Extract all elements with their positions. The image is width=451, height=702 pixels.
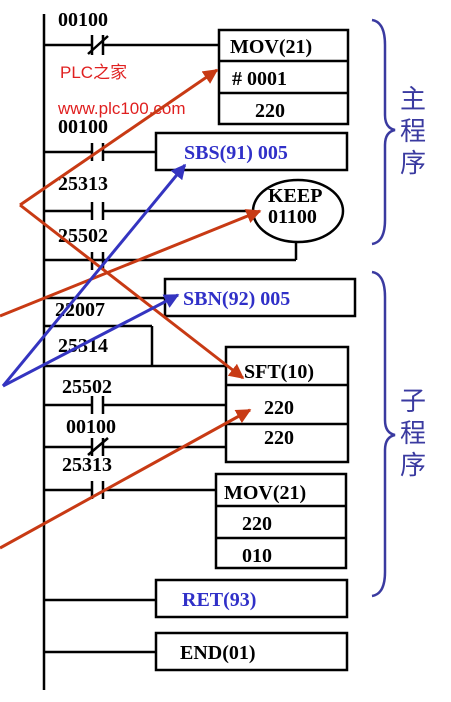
keep-title: KEEP — [268, 185, 322, 207]
contact-label: 25313 — [62, 454, 112, 476]
sub-program-brace — [371, 270, 396, 598]
ret-block: RET(93) — [44, 578, 349, 619]
rung-keep-reset: 25502 — [58, 225, 108, 270]
watermark-url: www.plc100.com — [57, 99, 186, 118]
rung-mov-2: 25313 — [44, 454, 216, 499]
flow-arrow-red — [19, 68, 219, 207]
contact-label: 00100 — [58, 9, 108, 31]
mov-title: MOV(21) — [224, 482, 306, 504]
sbs-instruction: SBS(91) 005 — [184, 142, 288, 164]
flow-arrow-red — [0, 209, 262, 318]
mov-destination: 010 — [242, 545, 272, 567]
contact-label: 25313 — [58, 173, 108, 195]
rung-sft-inputs: 22007 25314 25502 00100 — [44, 299, 226, 456]
sub-label-char: 程 — [400, 419, 426, 449]
main-label-char: 序 — [400, 149, 426, 179]
end-instruction: END(01) — [180, 642, 256, 664]
contact-label: 25502 — [62, 376, 112, 398]
rung-sbs: 00100 25313 — [44, 116, 251, 220]
rung-mov-1: 00100 — [44, 9, 219, 55]
contact-label: 00100 — [58, 116, 108, 138]
contact-label: 22007 — [55, 299, 105, 321]
sbs-block: SBS(91) 005 — [154, 131, 349, 172]
contact-label: 00100 — [66, 416, 116, 438]
mov-destination: 220 — [255, 100, 285, 122]
sft-row-2: 220 — [264, 427, 294, 449]
main-program-brace — [371, 18, 396, 246]
flow-arrow-red — [19, 203, 245, 380]
sub-label-char: 序 — [400, 451, 426, 481]
mov-block-2: MOV(21) 220 010 — [214, 472, 348, 570]
contact-label: 25502 — [58, 225, 108, 247]
mov-title: MOV(21) — [230, 36, 312, 58]
sft-title: SFT(10) — [244, 361, 314, 383]
flow-arrow-blue — [2, 293, 180, 388]
sft-block: SFT(10) 220 220 — [224, 345, 350, 464]
watermark-name: PLC之家 — [60, 63, 127, 82]
sub-label-char: 子 — [400, 387, 426, 417]
ret-instruction: RET(93) — [182, 589, 256, 611]
flow-arrow-blue — [1, 163, 187, 387]
flow-arrow-red — [0, 408, 252, 550]
sbn-instruction: SBN(92) 005 — [183, 288, 290, 310]
keep-address: 01100 — [268, 206, 317, 228]
end-block: END(01) — [44, 631, 349, 672]
main-label-char: 主 — [400, 85, 426, 115]
mov-source: # 0001 — [232, 68, 287, 90]
sft-row-1: 220 — [264, 397, 294, 419]
main-label-char: 程 — [400, 117, 426, 147]
mov-block-1: MOV(21) # 0001 220 — [217, 28, 350, 126]
keep-block: KEEP 01100 — [44, 178, 345, 262]
mov-source: 220 — [242, 513, 272, 535]
sbn-block: SBN(92) 005 — [44, 277, 357, 318]
